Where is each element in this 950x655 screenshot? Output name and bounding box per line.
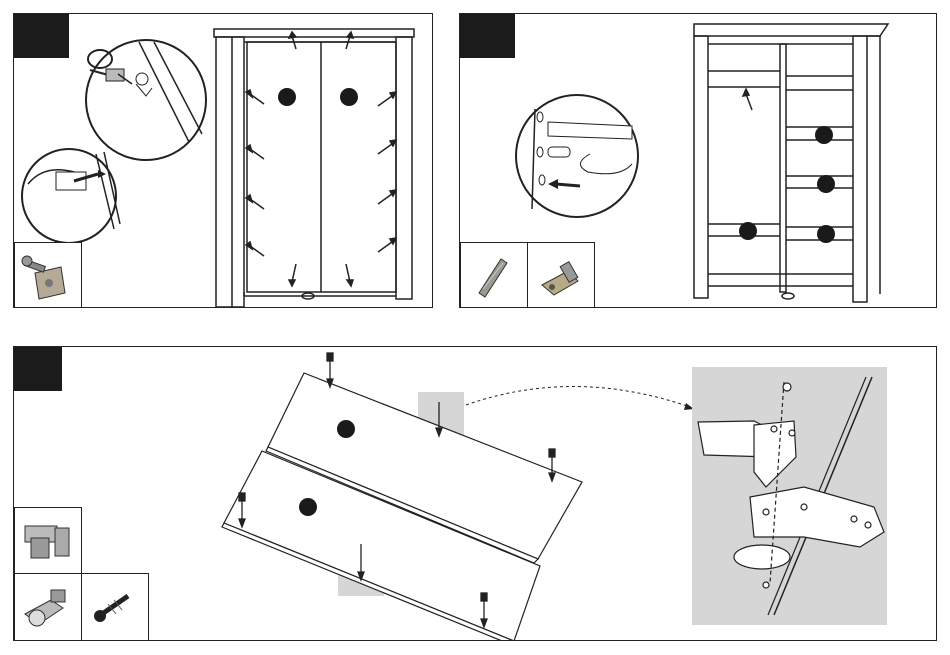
part-box-cam-lock [14,242,82,308]
callout-dot [337,420,355,438]
callout-dot [817,225,835,243]
screw-icon [82,574,148,641]
part-box-hinge [14,573,82,641]
shelf-support-icon [528,243,594,308]
door-hinge-illustration [14,347,937,641]
step-panel-1 [13,13,433,308]
step-panel-3 [13,346,937,641]
wardrobe-frame [214,29,414,307]
hinge-icon [15,574,81,641]
callout-dot [340,88,358,106]
callout-dot [299,498,317,516]
callout-dot [278,88,296,106]
shelf-support-detail-icon [516,95,638,217]
dowel-pin-icon [461,243,527,308]
part-box-shelf-support [527,242,595,308]
callout-dot [817,175,835,193]
step-panel-2 [459,13,937,308]
part-box-screw [81,573,149,641]
door-panels [222,373,582,641]
part-box-dowel [460,242,528,308]
cam-lock-fitting-icon [15,243,81,308]
callout-dot [739,222,757,240]
part-box-hinge-plate [14,507,82,574]
fitting-insert-detail-icon [22,149,120,243]
callout-dot [815,126,833,144]
arrow [743,89,752,110]
cam-lock-detail-icon [86,40,206,160]
detail-connector [466,386,690,407]
wardrobe-frame [694,24,888,302]
hinge-plate-icon [15,508,81,573]
